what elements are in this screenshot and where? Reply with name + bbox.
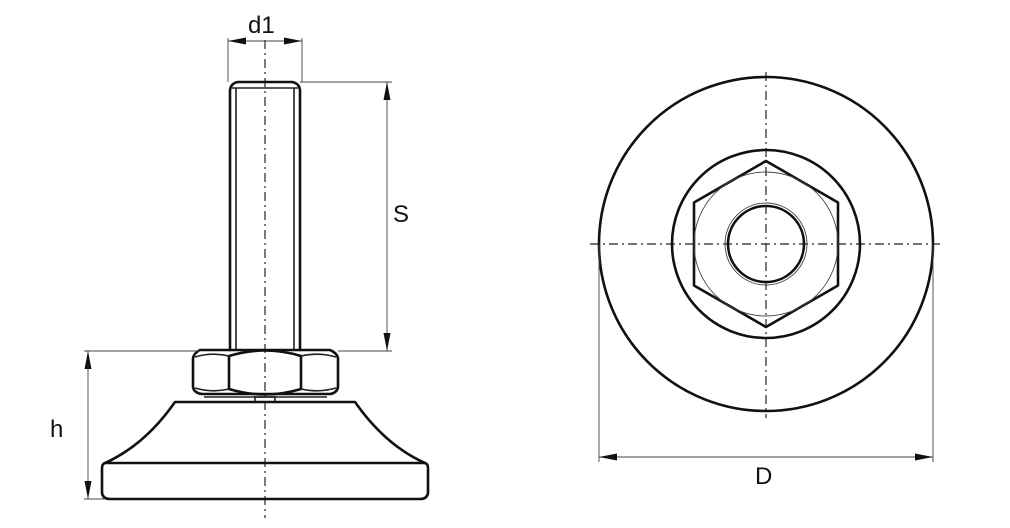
threaded-stud <box>228 80 302 352</box>
thread-hole-outer <box>724 202 808 286</box>
side-view: d1 S h <box>50 12 430 518</box>
hex-nut-outline <box>692 159 840 329</box>
hex-nut <box>191 348 340 403</box>
dimension-s: S <box>300 81 409 352</box>
label-d1: d1 <box>248 12 275 39</box>
dimension-d1: d1 <box>227 12 303 82</box>
dimension-d: D <box>598 244 934 490</box>
label-d: D <box>755 463 772 490</box>
thread-hole <box>726 204 806 284</box>
hex-chamfer-circle <box>693 171 839 317</box>
conical-base <box>100 400 430 501</box>
top-view: D <box>590 72 940 490</box>
nut-collar-circle <box>670 148 862 340</box>
label-h: h <box>50 416 63 443</box>
dimension-h: h <box>50 350 200 500</box>
label-s: S <box>393 201 409 228</box>
